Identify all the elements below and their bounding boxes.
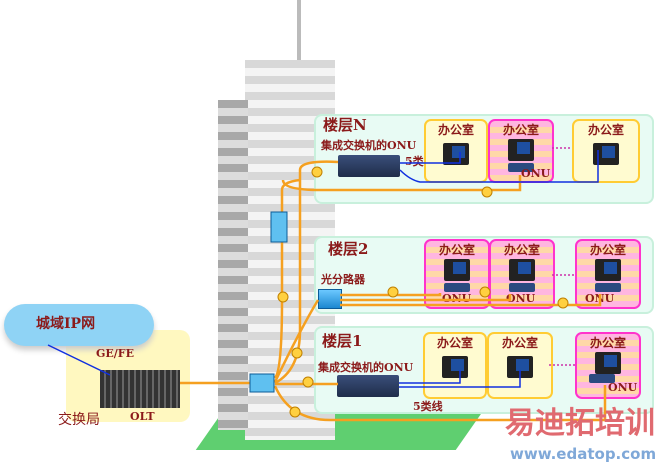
office: 办公室 bbox=[487, 332, 553, 399]
computer-icon bbox=[509, 259, 535, 281]
floor-n-label: 楼层N bbox=[323, 116, 367, 134]
floor-2-label: 楼层2 bbox=[328, 240, 369, 258]
floor-1-switch bbox=[337, 375, 399, 397]
watermark-logo: 易迪拓培训 bbox=[505, 406, 655, 441]
office: 办公室 bbox=[489, 239, 555, 309]
cloud-icon bbox=[4, 304, 154, 346]
computer-icon bbox=[595, 259, 621, 281]
uplink-label: GE/FE bbox=[96, 347, 134, 360]
floor-n-switch bbox=[338, 155, 400, 177]
office: 办公室 bbox=[575, 332, 641, 399]
building-side bbox=[218, 100, 248, 430]
floor-n-device-label: 集成交换机的ONU bbox=[321, 139, 417, 152]
floor-1-label: 楼层1 bbox=[322, 332, 363, 350]
spire bbox=[297, 0, 301, 70]
computer-icon bbox=[443, 143, 469, 165]
floor-1-device-label: 集成交换机的ONU bbox=[318, 361, 414, 374]
onu-icon bbox=[589, 374, 615, 383]
computer-icon bbox=[444, 259, 470, 281]
exchange-label: 交换局 bbox=[58, 412, 100, 428]
onu-icon bbox=[595, 283, 621, 292]
olt-label: OLT bbox=[130, 410, 155, 423]
onu-label: ONU bbox=[442, 292, 472, 305]
computer-icon bbox=[508, 139, 534, 161]
computer-icon bbox=[507, 356, 533, 378]
office: 办公室 bbox=[575, 239, 641, 309]
watermark-url: www.edatop.com bbox=[510, 445, 657, 463]
onu-label: ONU bbox=[506, 292, 536, 305]
computer-icon bbox=[595, 352, 621, 374]
olt-device bbox=[100, 370, 180, 408]
onu-icon bbox=[444, 283, 470, 292]
onu-label: ONU bbox=[608, 381, 638, 394]
floor-2-device-label: 光分路器 bbox=[321, 273, 365, 286]
cloud-label: 城域IP网 bbox=[36, 316, 96, 332]
floor-1-cable-label: 5类线 bbox=[413, 400, 443, 413]
computer-icon bbox=[442, 356, 468, 378]
office: 办公室 bbox=[572, 119, 640, 183]
onu-icon bbox=[509, 283, 535, 292]
office: 办公室 bbox=[424, 119, 488, 183]
office: 办公室 bbox=[423, 332, 487, 399]
computer-icon bbox=[593, 143, 619, 165]
onu-label: ONU bbox=[521, 167, 551, 180]
onu-icon bbox=[508, 163, 534, 172]
